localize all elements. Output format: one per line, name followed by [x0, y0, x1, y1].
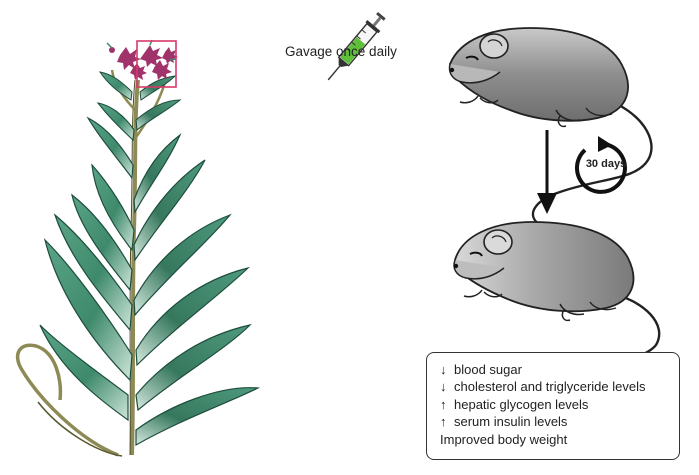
effect-text: hepatic glycogen levels — [454, 396, 589, 412]
effect-text: blood sugar — [454, 362, 522, 377]
effect-text: Improved body weight — [440, 431, 568, 447]
effect-arrow: ↑ — [440, 414, 447, 430]
mouse-icon-before — [448, 27, 653, 226]
effect-row: Improved body weight — [440, 431, 669, 448]
duration-label: 30 days — [585, 158, 627, 170]
plant-illustration — [15, 39, 261, 457]
flower-highlight-box — [136, 40, 177, 88]
flower-cluster — [106, 39, 178, 80]
effect-row: ↑ serum insulin levels — [440, 413, 669, 430]
cycle-arrow-icon — [574, 136, 627, 194]
effect-row: ↑ hepatic glycogen levels — [440, 396, 669, 413]
effect-row: ↓ blood sugar — [440, 361, 669, 378]
effect-arrow: ↓ — [440, 362, 447, 377]
effect-arrow: ↓ — [440, 379, 447, 395]
gavage-label: Gavage once daily — [285, 44, 397, 59]
syringe-icon — [327, 12, 386, 81]
effect-arrow: ↑ — [440, 396, 447, 412]
down-arrow-icon — [537, 130, 557, 214]
effect-text: cholesterol and triglyceride levels — [454, 379, 646, 395]
effects-box: ↓ blood sugar ↓ cholesterol and triglyceri… — [426, 352, 680, 460]
effect-row: ↓ cholesterol and triglyceride levels — [440, 378, 669, 395]
effect-text: serum insulin levels — [454, 414, 568, 430]
